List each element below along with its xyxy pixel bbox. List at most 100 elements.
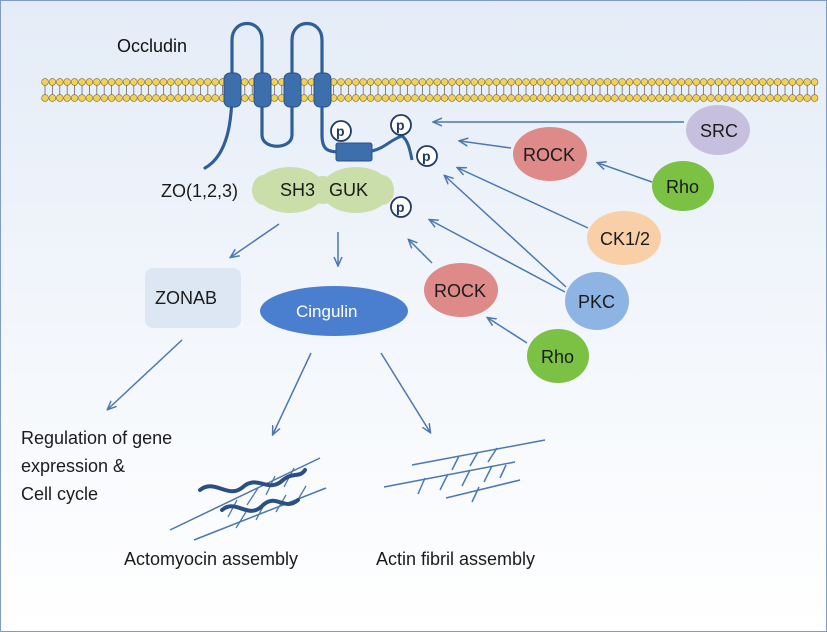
phospho-site-3: p <box>416 145 438 167</box>
actomyocin-assembly-label: Actomyocin assembly <box>124 549 298 569</box>
lipid-head <box>588 78 597 86</box>
lipid-head <box>440 78 449 86</box>
rock-top-node <box>513 127 587 181</box>
lipid-head <box>492 94 501 102</box>
lipid-head <box>670 94 678 102</box>
lipid-head <box>810 78 819 86</box>
lipid-head <box>507 94 515 102</box>
lipid-head <box>581 94 589 102</box>
occludin-membrane-segment-1 <box>223 72 242 108</box>
lipid-head <box>366 94 375 102</box>
lipid-head <box>773 78 782 86</box>
src-label: SRC <box>700 121 738 141</box>
lipid-head <box>559 94 567 102</box>
lipid-head <box>85 78 94 86</box>
lipid-head <box>514 78 523 86</box>
lipid-head <box>174 94 182 102</box>
lipid-head <box>551 94 560 102</box>
lipid-head <box>359 94 367 102</box>
lipid-head <box>810 94 819 102</box>
arrow-cingulin-to-actomyocin <box>273 352 312 434</box>
lipid-head <box>766 78 774 86</box>
lipid-head <box>300 94 308 102</box>
lipid-head <box>803 94 811 102</box>
lipid-head <box>403 78 412 86</box>
guk-domain-label: GUK <box>329 180 368 200</box>
lipid-head <box>167 78 175 86</box>
lipid-head <box>374 94 382 102</box>
lipid-head <box>270 78 279 86</box>
lipid-head <box>537 94 545 102</box>
lipid-head <box>633 78 641 86</box>
lipid-head <box>100 78 108 86</box>
lipid-head <box>500 94 508 102</box>
svg-text:p: p <box>422 148 431 164</box>
pkc-node <box>565 272 629 330</box>
lipid-head <box>751 94 760 102</box>
lipid-head <box>241 78 249 86</box>
sh3-domain-label: SH3 <box>280 180 315 200</box>
actomyocin-filaments <box>169 457 327 541</box>
lipid-head <box>507 78 515 86</box>
cingulin-node <box>260 286 408 336</box>
lipid-head <box>781 94 789 102</box>
lipid-head <box>722 78 730 86</box>
lipid-head <box>144 94 153 102</box>
lipid-head <box>618 94 626 102</box>
lipid-head <box>426 78 434 86</box>
lipid-head <box>670 78 678 86</box>
lipid-head <box>448 94 456 102</box>
lipid-head <box>485 94 493 102</box>
lipid-head <box>648 94 656 102</box>
lipid-head <box>596 78 604 86</box>
lipid-head <box>611 94 619 102</box>
occludin-tail <box>371 134 414 161</box>
actin-fibril-assembly-label: Actin fibril assembly <box>376 549 535 569</box>
lipid-head <box>618 78 626 86</box>
lipid-head <box>433 94 441 102</box>
lipid-head <box>48 94 57 102</box>
lipid-head <box>796 94 804 102</box>
lipid-head <box>411 78 419 86</box>
arrow-zo-to-zonab <box>231 223 280 257</box>
lipid-head <box>418 78 427 86</box>
lipid-head <box>603 94 612 102</box>
lipid-head <box>181 78 190 86</box>
lipid-head <box>736 94 745 102</box>
lipid-head <box>137 94 145 102</box>
lipid-head <box>522 78 530 86</box>
lipid-head <box>211 94 219 102</box>
lipid-head <box>692 94 700 102</box>
regulation-label-line-3: Cell cycle <box>21 484 98 504</box>
lipid-head <box>211 78 219 86</box>
rho-bottom-label: Rho <box>541 347 574 367</box>
lipid-head <box>448 78 456 86</box>
lipid-head <box>381 94 390 102</box>
actin-filaments <box>383 439 546 503</box>
lipid-head <box>736 78 745 86</box>
lipid-head <box>196 94 205 102</box>
regulation-label-line-1: Regulation of gene <box>21 428 172 448</box>
lipid-head <box>470 94 478 102</box>
arrow-rock-bottom-to-p <box>409 240 433 264</box>
lipid-head <box>744 78 752 86</box>
lipid-head <box>433 78 441 86</box>
lipid-head <box>640 94 649 102</box>
lipid-head <box>574 78 582 86</box>
lipid-head <box>603 78 612 86</box>
lipid-head <box>477 78 486 86</box>
lipid-head <box>440 94 449 102</box>
lipid-head <box>744 94 752 102</box>
lipid-head <box>781 78 789 86</box>
lipid-head <box>788 78 797 86</box>
lipid-head <box>729 78 737 86</box>
phospho-site-1: p <box>330 120 352 142</box>
lipid-head <box>181 94 190 102</box>
lipid-head <box>396 94 404 102</box>
lipid-head <box>204 94 212 102</box>
lipid-head <box>788 94 797 102</box>
rho-top-label: Rho <box>666 177 699 197</box>
lipid-head <box>455 78 464 86</box>
phospho-site-2: p <box>390 114 412 136</box>
